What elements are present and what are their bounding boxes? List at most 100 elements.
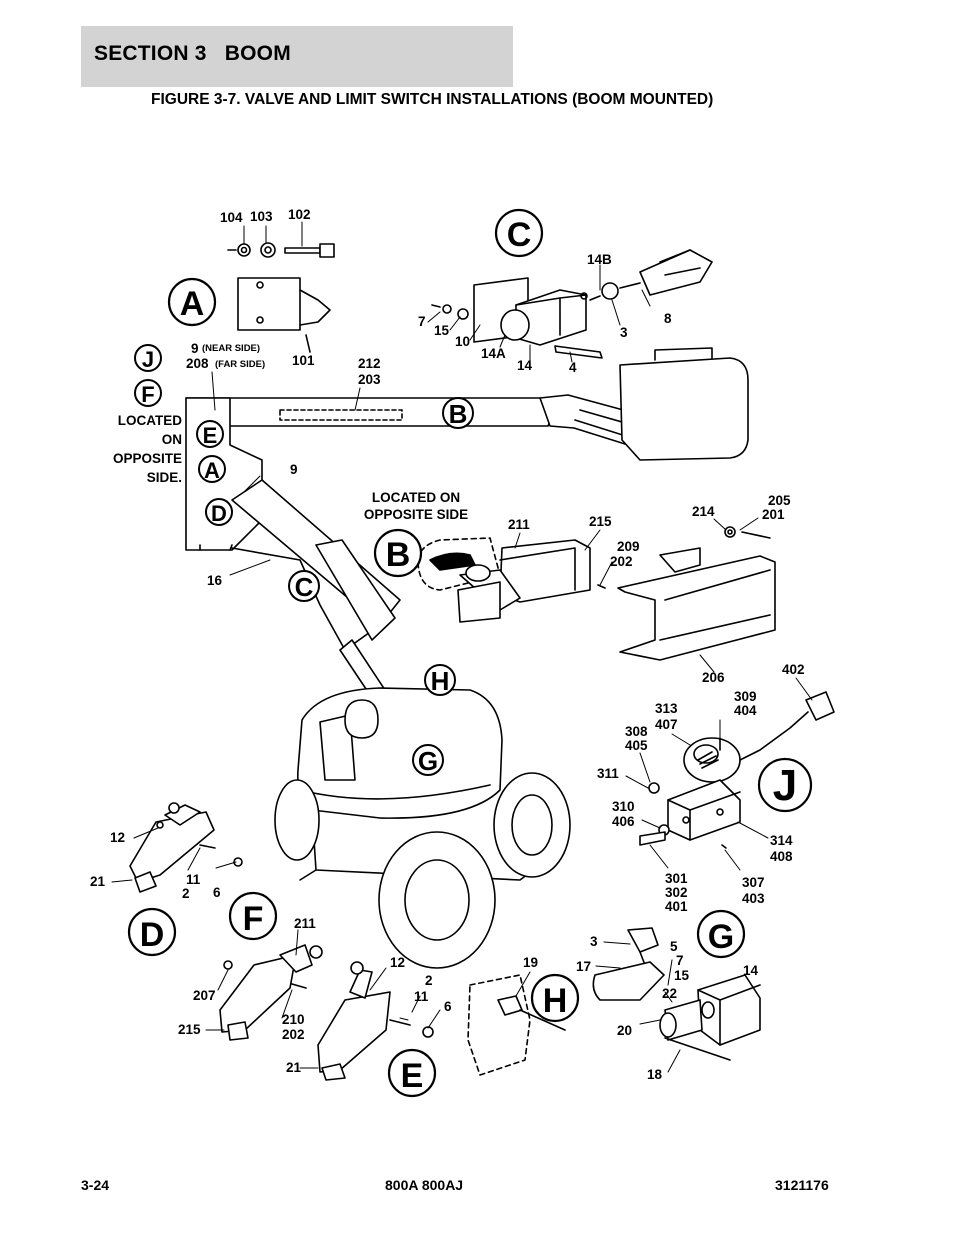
callout-403: 403 <box>742 891 765 906</box>
callout-101: 101 <box>292 353 315 368</box>
callout-d-11: 11 <box>186 872 201 887</box>
callout-e-21: 21 <box>286 1060 302 1075</box>
callout-103: 103 <box>250 209 273 224</box>
callout-102: 102 <box>288 207 311 222</box>
detail-h-assembly <box>467 974 566 1076</box>
detail-a-assembly <box>227 242 335 353</box>
detail-e-limit-switch <box>317 961 434 1081</box>
callout-g-15: 15 <box>674 968 690 983</box>
near-side-note: (NEAR SIDE) <box>202 343 260 354</box>
callout-404: 404 <box>734 703 757 718</box>
callout-215: 215 <box>589 514 612 529</box>
callout-406: 406 <box>612 814 635 829</box>
detail-markers: A J F E A D B C H G C B J D F G H E <box>127 208 813 1098</box>
callout-104: 104 <box>220 210 243 225</box>
callout-f-202: 202 <box>282 1027 305 1042</box>
marker-f-small: F <box>141 382 154 407</box>
marker-g-large: G <box>708 918 734 956</box>
callout-314: 314 <box>770 833 793 848</box>
callout-8: 8 <box>664 311 672 326</box>
marker-c-large: C <box>507 216 532 254</box>
detail-b-assembly <box>417 526 776 661</box>
figure-title: FIGURE 3-7. VALVE AND LIMIT SWITCH INSTA… <box>151 91 714 108</box>
callout-f-211: 211 <box>294 916 316 931</box>
marker-d-large: D <box>140 916 165 954</box>
callout-214: 214 <box>692 504 715 519</box>
callout-d-21: 21 <box>90 874 106 889</box>
callout-402: 402 <box>782 662 805 677</box>
callout-313: 313 <box>655 701 678 716</box>
callout-302: 302 <box>665 885 688 900</box>
marker-e-small: E <box>203 423 218 448</box>
callout-d-2: 2 <box>182 886 190 901</box>
marker-j-large: J <box>773 761 797 810</box>
callout-7: 7 <box>418 314 426 329</box>
callout-g-22: 22 <box>662 986 677 1001</box>
footer-doc-number: 3121176 <box>775 1177 829 1193</box>
callout-e-11: 11 <box>414 989 429 1004</box>
section-title: SECTION 3 BOOM <box>94 42 291 65</box>
callout-201: 201 <box>762 507 785 522</box>
callout-d-12: 12 <box>110 830 125 845</box>
marker-a-large: A <box>180 285 205 323</box>
marker-f-large: F <box>243 900 264 938</box>
detail-c-assembly <box>431 249 713 359</box>
marker-h-large: H <box>543 982 568 1020</box>
callout-203: 203 <box>358 372 381 387</box>
callout-307: 307 <box>742 875 765 890</box>
callout-14b: 14B <box>587 252 612 267</box>
callout-401: 401 <box>665 899 688 914</box>
callout-d-6: 6 <box>213 885 221 900</box>
callout-e-12: 12 <box>390 955 405 970</box>
callout-211: 211 <box>508 517 530 532</box>
callout-16: 16 <box>207 573 223 588</box>
callout-301: 301 <box>665 871 688 886</box>
callout-e-6: 6 <box>444 999 452 1014</box>
callout-14a: 14A <box>481 346 506 361</box>
marker-d-small: D <box>211 501 227 526</box>
note-located-b-1: LOCATED ON <box>372 490 460 505</box>
callout-g-5: 5 <box>670 939 678 954</box>
marker-b-large: B <box>386 536 411 574</box>
note-located-4: SIDE. <box>147 470 182 485</box>
callout-g-18: 18 <box>647 1067 663 1082</box>
marker-c-small: C <box>295 572 314 602</box>
marker-g-small: G <box>418 746 438 776</box>
callout-9: 9 <box>290 462 298 477</box>
callout-h-19: 19 <box>523 955 538 970</box>
note-located-b-2: OPPOSITE SIDE <box>364 507 468 522</box>
marker-b-small: B <box>449 399 468 429</box>
section-header-bar <box>81 26 513 87</box>
callout-e-2: 2 <box>425 973 433 988</box>
callout-310: 310 <box>612 799 635 814</box>
callout-g-17: 17 <box>576 959 591 974</box>
callout-g-7: 7 <box>676 953 684 968</box>
callout-3: 3 <box>620 325 628 340</box>
callout-10: 10 <box>455 334 470 349</box>
callout-f-210: 210 <box>282 1012 305 1027</box>
far-side-note: (FAR SIDE) <box>215 359 265 370</box>
callout-4: 4 <box>569 360 577 375</box>
marker-e-large: E <box>401 1057 424 1095</box>
detail-f-limit-switch <box>219 944 323 1041</box>
detail-j-assembly <box>639 691 835 849</box>
callout-g-14: 14 <box>743 963 759 978</box>
marker-a-small: A <box>204 458 220 483</box>
footer-page-number: 3-24 <box>81 1177 110 1193</box>
detail-d-limit-switch <box>129 802 243 893</box>
callout-308: 308 <box>625 724 648 739</box>
callout-g-20: 20 <box>617 1023 632 1038</box>
callout-15: 15 <box>434 323 450 338</box>
callout-309: 309 <box>734 689 757 704</box>
callout-f-215: 215 <box>178 1022 201 1037</box>
marker-j-small: J <box>142 347 154 372</box>
part-callouts: 104 103 102 101 9 (NEAR SIDE) 208 (FAR S… <box>90 207 805 1082</box>
detail-g-assembly <box>592 927 761 1061</box>
callout-408: 408 <box>770 849 793 864</box>
callout-405: 405 <box>625 738 648 753</box>
callout-209: 209 <box>617 539 640 554</box>
callout-9-near: 9 <box>191 341 199 356</box>
callout-g-3: 3 <box>590 934 598 949</box>
callout-212: 212 <box>358 356 381 371</box>
